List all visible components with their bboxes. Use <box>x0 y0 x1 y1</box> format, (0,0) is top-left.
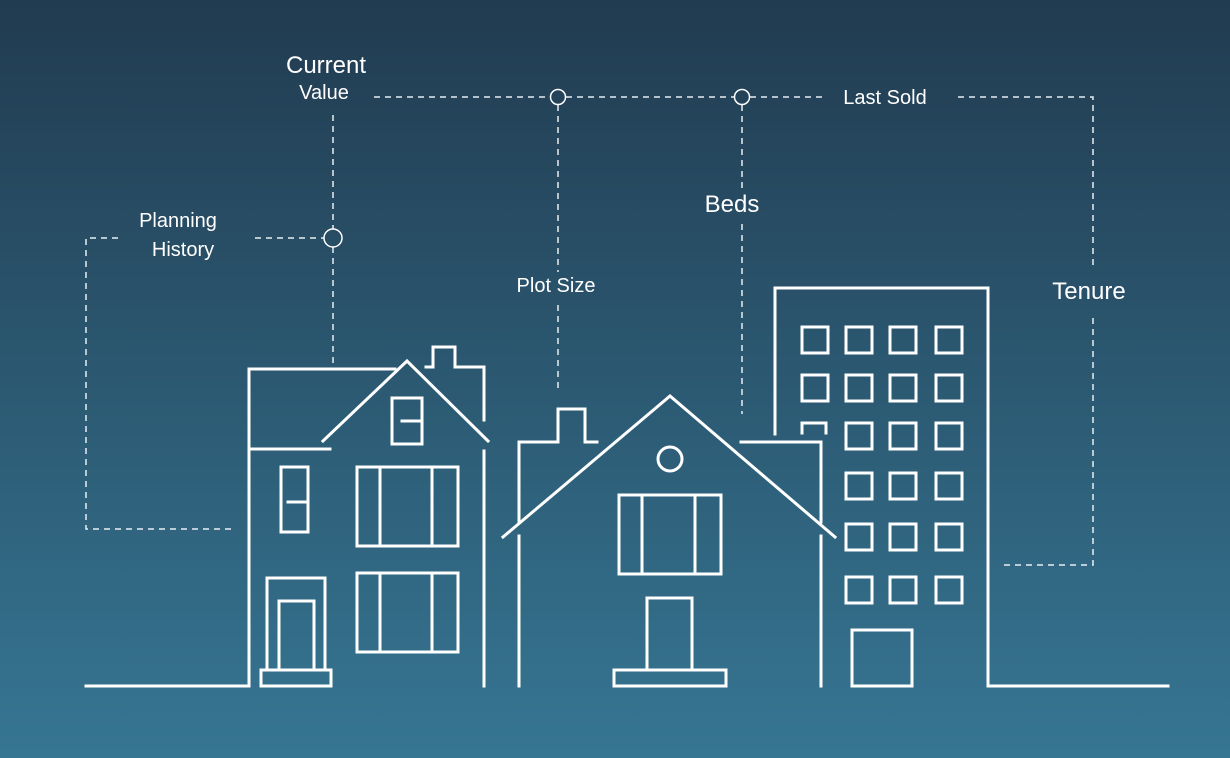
detached-house <box>500 394 838 688</box>
beds-label: Beds <box>705 191 760 218</box>
connector-lines <box>85 96 1094 566</box>
round-window-icon <box>656 445 684 473</box>
beds-node-icon <box>733 88 751 106</box>
current-value-node-icon <box>323 228 343 248</box>
building-entrance-icon <box>850 628 914 688</box>
bay-window-icon <box>355 465 460 548</box>
planning-history-label-2: History <box>152 239 214 261</box>
door-step-icon <box>259 668 333 688</box>
current-value-label-2: Value <box>299 82 349 104</box>
bay-window-icon <box>355 571 460 654</box>
terraced-house <box>247 345 491 688</box>
door-step-icon <box>612 668 728 688</box>
plot-size-label: Plot Size <box>517 275 596 297</box>
side-window-icon <box>279 465 310 534</box>
planning-history-label: Planning <box>139 210 217 232</box>
apartment-building <box>773 286 990 688</box>
tenure-label: Tenure <box>1052 278 1125 305</box>
plot-size-node-icon <box>549 88 567 106</box>
last-sold-label: Last Sold <box>843 87 926 109</box>
current-value-label: Current <box>286 52 366 79</box>
front-window-icon <box>617 493 723 576</box>
apartment-windows <box>800 325 964 605</box>
door-frame-icon <box>265 576 327 672</box>
